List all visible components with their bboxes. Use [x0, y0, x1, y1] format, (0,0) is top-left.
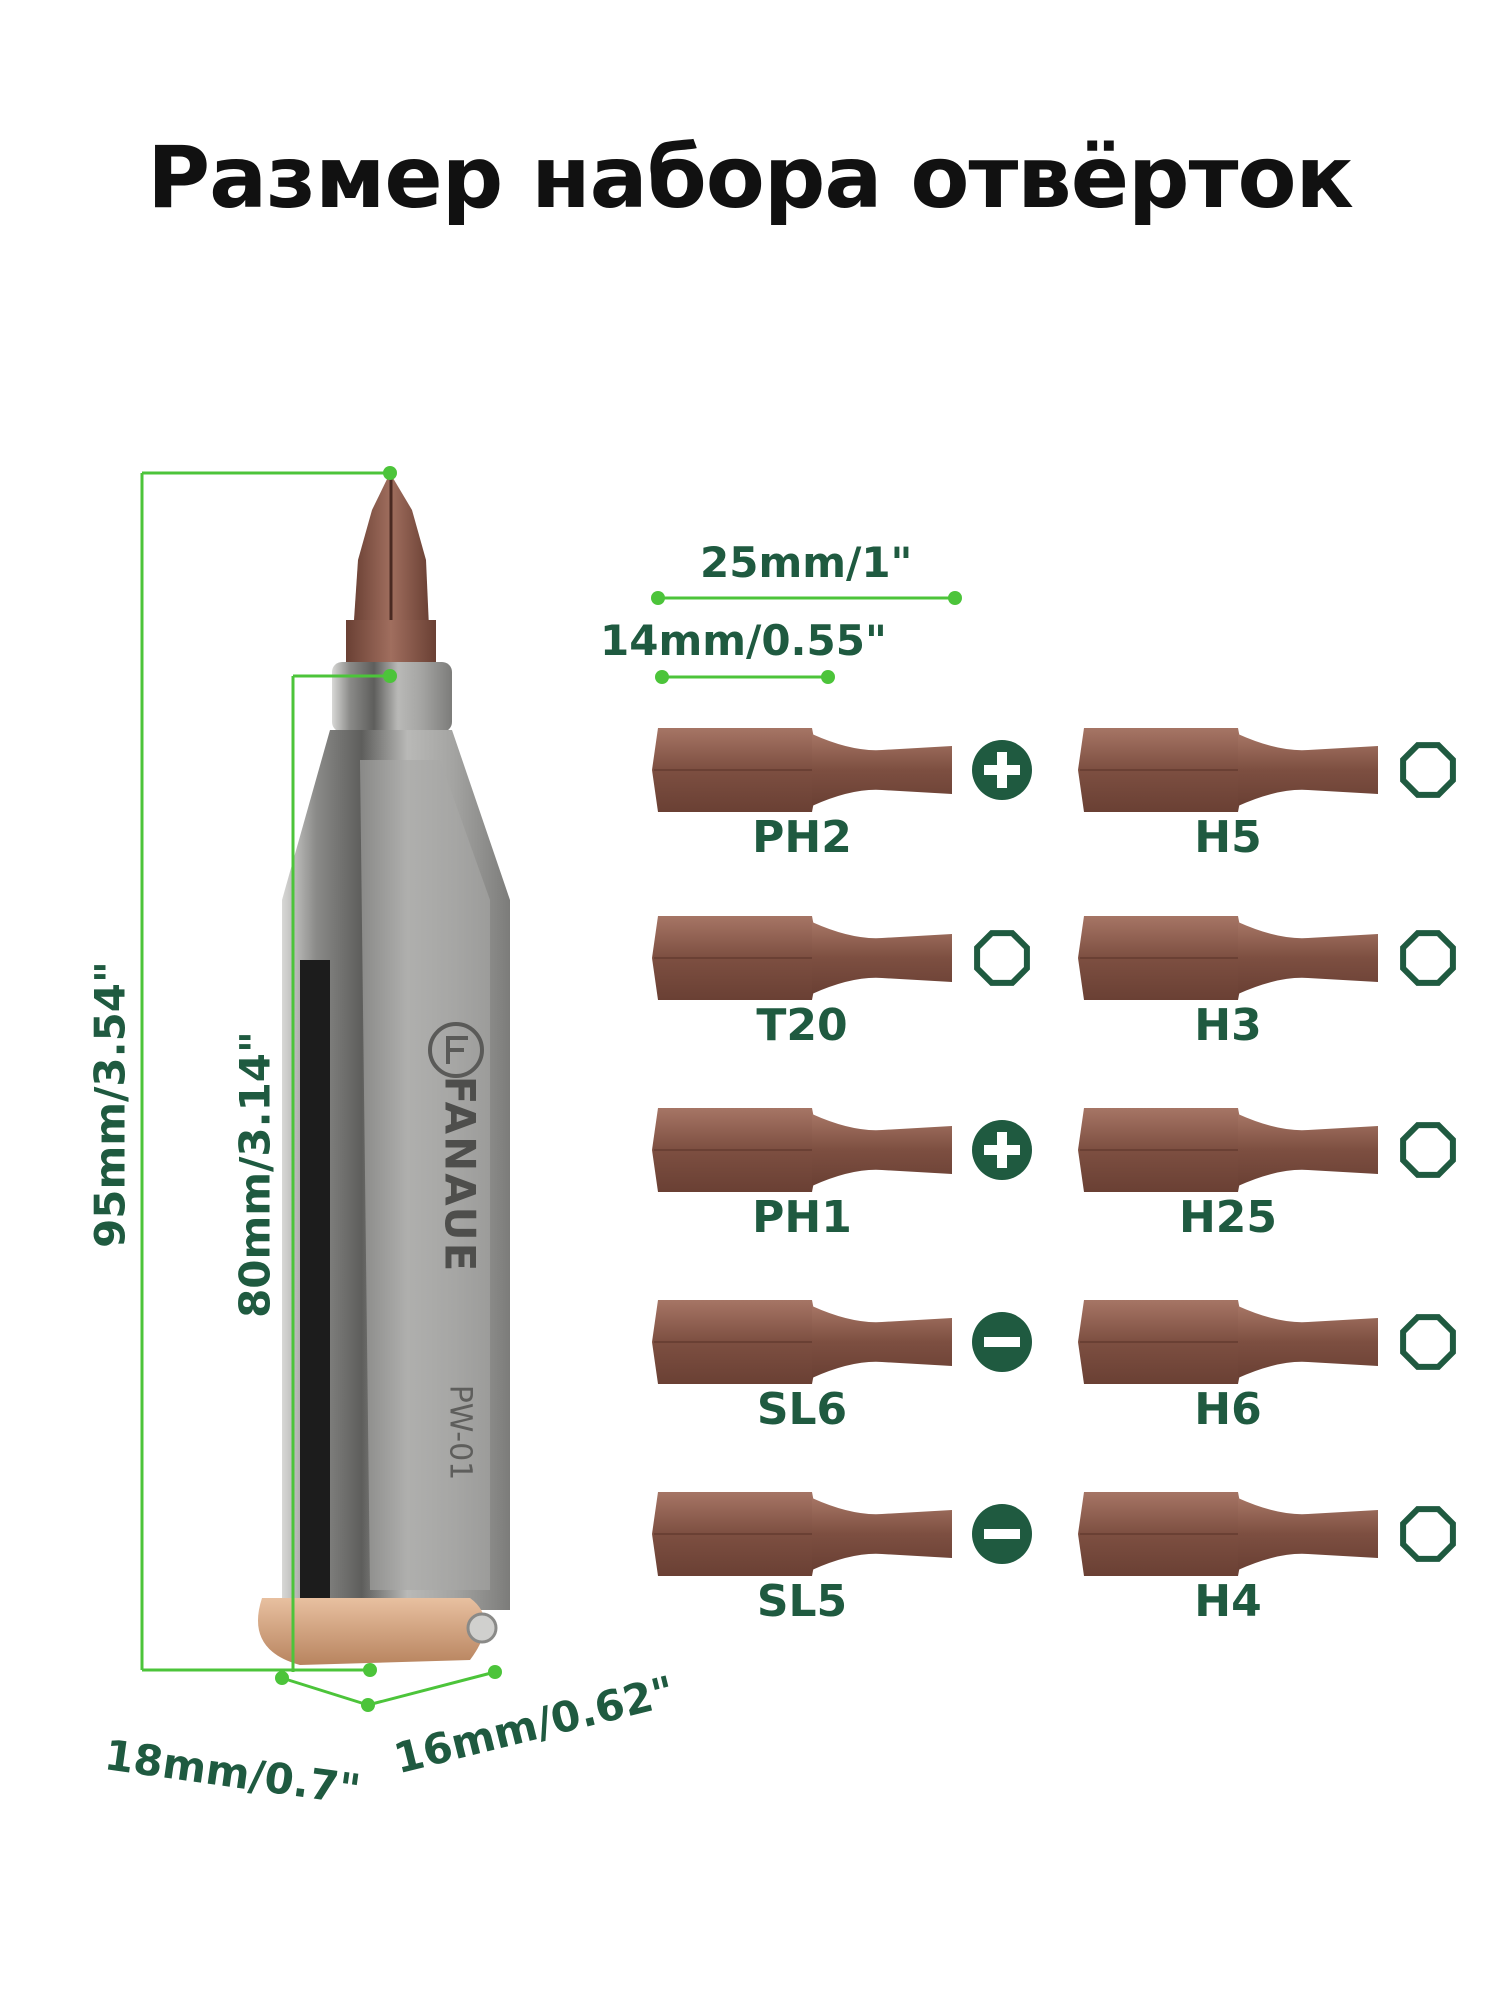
bit-tip: [1238, 1498, 1378, 1570]
hex-icon: [1400, 742, 1456, 798]
bit-length-label: 25mm/1": [700, 538, 913, 587]
bit-t20: [652, 916, 1030, 1000]
bit-label: T20: [756, 1000, 848, 1051]
body-length-label: 80mm/3.14": [230, 1031, 280, 1318]
hex-icon: [1400, 1122, 1456, 1178]
bit-h3: [1078, 916, 1456, 1000]
bit-label: H4: [1194, 1576, 1262, 1627]
bit-label: SL6: [756, 1384, 848, 1435]
cross-icon: [972, 1120, 1032, 1180]
hex-icon: [974, 930, 1030, 986]
bit-tip: [1238, 1114, 1378, 1186]
model-text: PW-01: [442, 1384, 478, 1481]
bit-tip: [812, 1498, 952, 1570]
bit-sl6: [652, 1300, 1032, 1384]
fanaue-logo: [428, 1022, 484, 1078]
bit-sl5: [652, 1492, 1032, 1576]
total-length-label: 95mm/3.54": [85, 961, 135, 1248]
bit-label: PH2: [752, 812, 852, 863]
bit-label: SL5: [756, 1576, 848, 1627]
hex-icon: [1400, 930, 1456, 986]
bit-tip: [812, 922, 952, 994]
bit-tip: [1238, 734, 1378, 806]
bit-ph1: [652, 1108, 1032, 1192]
slot-icon: [972, 1504, 1032, 1564]
hex-icon: [1400, 1314, 1456, 1370]
bit-ph2: [652, 728, 1032, 812]
bit-hex-label: 14mm/0.55": [600, 616, 887, 665]
bit-h25: [1078, 1108, 1456, 1192]
bit-label: PH1: [752, 1192, 852, 1243]
brand-text: FANAUE: [435, 1075, 485, 1274]
bit-tip: [812, 1306, 952, 1378]
bit-label: H6: [1194, 1384, 1262, 1435]
bit-tip: [1238, 1306, 1378, 1378]
bit-label: H3: [1194, 1000, 1262, 1051]
bit-tip: [812, 734, 952, 806]
screwdriver-tip: [346, 473, 436, 666]
slot-icon: [972, 1312, 1032, 1372]
bit-h6: [1078, 1300, 1456, 1384]
page-title: Размер набора отвёрток: [147, 128, 1354, 228]
screwdriver-clip: [257, 1598, 498, 1665]
bit-h5: [1078, 728, 1456, 812]
hex-icon: [1400, 1506, 1456, 1562]
screwdriver-body: [282, 730, 510, 1610]
screwdriver-collar: [332, 662, 452, 732]
bit-h4: [1078, 1492, 1456, 1576]
bit-label: H5: [1194, 812, 1262, 863]
bit-label: H25: [1178, 1192, 1278, 1243]
cross-icon: [972, 740, 1032, 800]
bit-tip: [1238, 922, 1378, 994]
bit-tip: [812, 1114, 952, 1186]
dimension-lines: [140, 466, 962, 1712]
